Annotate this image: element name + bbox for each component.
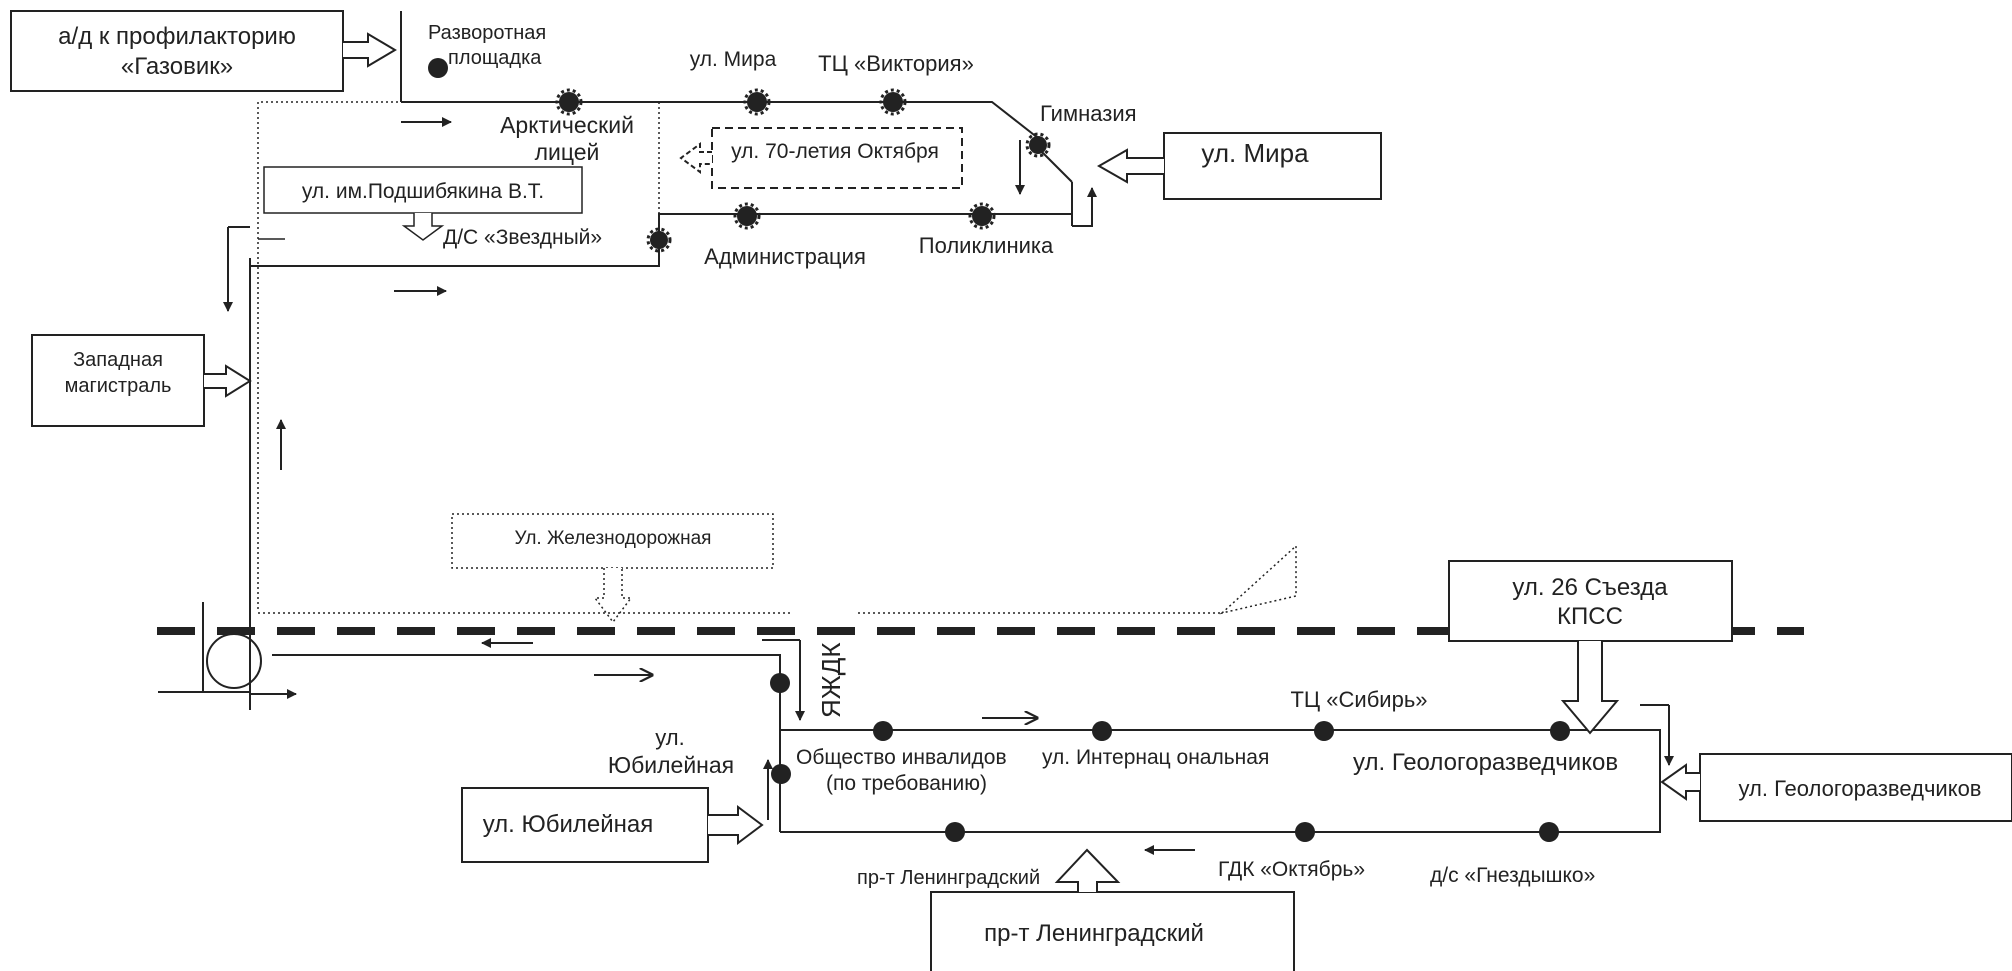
stop-yubileynaya [771,764,791,784]
stop-zvezdny [646,227,672,253]
oktyabrya70-dashed-arrow [679,142,712,174]
gazovik-box: а/д к профилакторию «Газовик» [10,10,344,92]
zapadnaya-box-line2: магистраль [65,375,172,397]
geologorazvedchikov-hollow-arrow [1660,763,1700,801]
administraciya-label: Администрация [704,244,866,269]
geologorazvedchikov-right-box: ул. Геологоразведчиков [1699,753,2012,822]
mira-right-box-label: ул. Мира [1201,138,1309,168]
gimnaziya-label: Гимназия [1040,101,1137,126]
podshibyakina-box: ул. им.Подшибякина В.Т. [263,166,583,214]
gdk-label: ГДК «Октябрь» [1218,858,1365,881]
zapadnaya-box-line1: Западная [73,349,163,371]
razvorotnaya-label-1: Разворотная [428,22,546,44]
turnaround-stop [428,58,448,78]
gnezdyshko-label: д/с «Гнездышко» [1430,864,1595,887]
stop-arkt-licey [555,88,583,116]
leningradskiy-hollow-arrow [1054,848,1121,892]
geologorazvedchikov-street-label: ул. Геологоразведчиков [1353,749,1618,776]
kpss-box-line1: ул. 26 Съезда [1512,574,1668,601]
yubileynaya-street-label-2: Юбилейная [608,752,734,778]
route-top-line [401,101,1039,139]
dotted-street-outline [257,101,398,610]
dotted-railway-triangle [1219,544,1297,615]
gazovik-hollow-arrow [343,32,397,68]
oktyabrya70-box-label: ул. 70-летия Октября [731,140,939,163]
leningradskiy-box: пр-т Ленинградский [930,891,1295,971]
leningradskiy-box-label: пр-т Ленинградский [984,920,1204,947]
stop-tc-sibir [1314,721,1334,741]
roundabout [158,602,262,693]
kpss-box-line2: КПСС [1557,603,1623,630]
gazovik-box-line2: «Газовик» [121,53,233,80]
stop-gnezdyshko [1539,822,1559,842]
leningradskiy-stop-label: пр-т Ленинградский [857,867,1040,889]
razvorotnaya-label-2: площадка [448,47,542,69]
kpss-box: ул. 26 Съезда КПСС [1448,560,1733,642]
tc-sibir-label: ТЦ «Сибирь» [1290,687,1427,712]
stop-obshchestvo [873,721,893,741]
kpss-hollow-arrow [1560,641,1620,735]
gazovik-box-line1: а/д к профилакторию [58,23,296,50]
stop-yazhdk [770,673,790,693]
stop-leningradskiy [945,822,965,842]
zheleznodorozhnaya-box: Ул. Железнодорожная [451,513,774,569]
route-admin-loop [658,213,1072,232]
zheleznodorozhnaya-box-label: Ул. Железнодорожная [515,528,712,549]
poliklinika-label: Поликлиника [919,233,1054,258]
zapadnaya-hollow-arrow [204,364,252,398]
yubileynaya-box: ул. Юбилейная [461,787,709,863]
stop-administraciya [733,202,761,230]
zvezdny-label: Д/С «Звездный» [443,226,602,249]
stop-mira [743,88,771,116]
stop-gimnaziya [1025,132,1051,158]
yubileynaya-street-label-1: ул. [655,725,684,750]
yubileynaya-hollow-arrow [708,805,764,845]
mira-right-box: ул. Мира [1163,132,1382,200]
obshchestvo-label-1: Общество инвалидов [796,746,1007,769]
stop-internacionalnaya [1092,721,1112,741]
yubileynaya-box-label: ул. Юбилейная [483,811,654,838]
viktoriya-label: ТЦ «Виктория» [818,51,974,76]
zapadnaya-box: Западная магистраль [31,334,205,427]
internacionalnaya-label: ул. Интернац ональная [1042,746,1269,769]
obshchestvo-label-2: (по требованию) [826,772,987,795]
oktyabrya70-box: ул. 70-летия Октября [711,127,963,189]
mira-hollow-arrow [1096,148,1164,184]
yazhdk-label: ЯЖДК [816,642,846,718]
stop-viktoriya [879,88,907,116]
route-gymn-diagonal [1039,149,1073,183]
zheleznodorozhnaya-dotted-arrow [593,568,633,624]
stop-gdk [1295,822,1315,842]
arkt-licey-label-1: Арктический [500,112,634,138]
mira-stop-label: ул. Мира [690,48,777,71]
route-lower-loop [780,729,1661,833]
route-gymn-hook [1072,187,1097,227]
arkt-licey-label-2: лицей [535,139,600,165]
geologorazvedchikov-right-box-label: ул. Геологоразведчиков [1739,776,1982,801]
podshibyakina-box-label: ул. им.Подшибякина В.Т. [302,180,544,203]
podshibyakina-hollow-arrow [401,213,445,241]
stop-geologorazvedchikov [1550,721,1570,741]
stop-poliklinika [968,202,996,230]
